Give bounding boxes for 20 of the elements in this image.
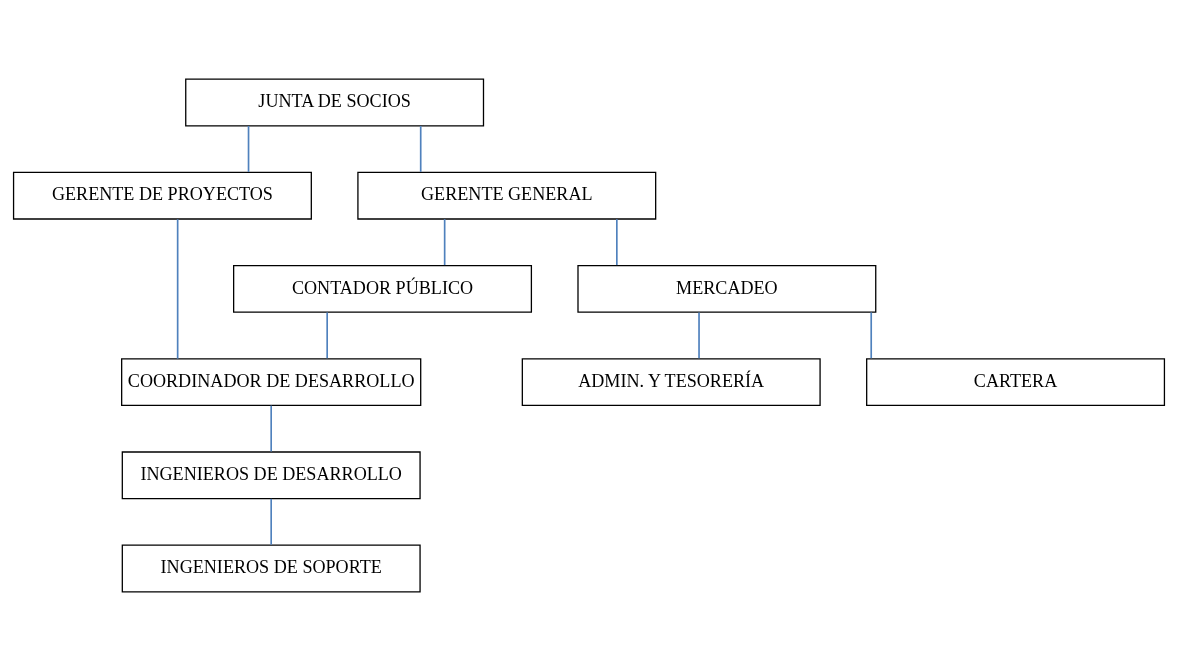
connector [698, 311, 700, 359]
connector [176, 217, 179, 360]
node-box: CARTERA [866, 357, 1166, 406]
node-box: CONTADOR PÚBLICO [233, 264, 533, 313]
connector [443, 217, 446, 266]
connector [270, 497, 273, 546]
connector [247, 124, 250, 173]
node-box: COORDINADOR DE DESARROLLO [121, 357, 422, 406]
connector [870, 311, 873, 359]
node-box: GERENTE GENERAL [357, 171, 657, 220]
node-box: INGENIEROS DE SOPORTE [121, 544, 421, 592]
node-box: JUNTA DE SOCIOS [185, 78, 485, 126]
connector [270, 404, 273, 452]
node-box: INGENIEROS DE DESARROLLO [121, 450, 421, 499]
connector [616, 217, 618, 266]
node-box: GERENTE DE PROYECTOS [12, 171, 312, 220]
node-box: MERCADEO [577, 264, 877, 313]
connector [326, 311, 328, 359]
connector [419, 124, 422, 173]
node-box: ADMIN. Y TESORERÍA [521, 357, 821, 406]
